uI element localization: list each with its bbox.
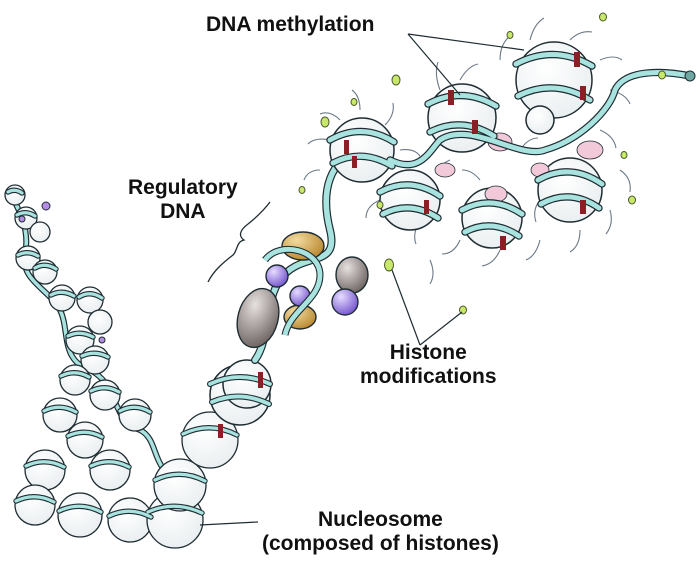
modification-dot <box>41 201 51 211</box>
regulatory-purple-protein <box>265 264 289 288</box>
histone-modification-dots <box>298 12 666 315</box>
transcription-factor-gray <box>335 256 369 294</box>
modification-dot <box>18 215 26 223</box>
methyl-mark <box>218 424 223 438</box>
nucleosome-text-1: Nucleosome <box>317 508 443 531</box>
dna-end <box>684 70 696 82</box>
middle-nucleosomes <box>209 359 272 426</box>
regulatory-dna-text-1: Regulatory <box>128 176 238 199</box>
regulatory-purple-protein <box>331 288 359 316</box>
pointer-lines <box>199 33 525 526</box>
dna-methylation-label: DNA methylation <box>206 13 374 37</box>
nucleosome-text-2: (composed of histones) <box>262 532 499 556</box>
histone-modifications-label: Histone modifications <box>360 341 497 389</box>
dna-methylation-text: DNA methylation <box>206 13 375 36</box>
regulatory-brace <box>207 201 271 283</box>
regulatory-dna-text-2: DNA <box>160 200 206 224</box>
dna-wraps-left-fill <box>6 188 239 519</box>
histone-modifications-text-1: Histone <box>389 341 467 364</box>
regulatory-dna-label: Regulatory DNA <box>128 176 238 224</box>
nucleosome-label: Nucleosome (composed of histones) <box>262 508 499 556</box>
condensed-chromatin <box>4 184 239 549</box>
histone-modifications-text-2: modifications <box>360 365 497 389</box>
transcription-factor-gray <box>236 287 280 349</box>
methylation-marks <box>344 52 586 250</box>
modification-dot <box>98 336 106 344</box>
methyl-mark <box>258 372 263 388</box>
